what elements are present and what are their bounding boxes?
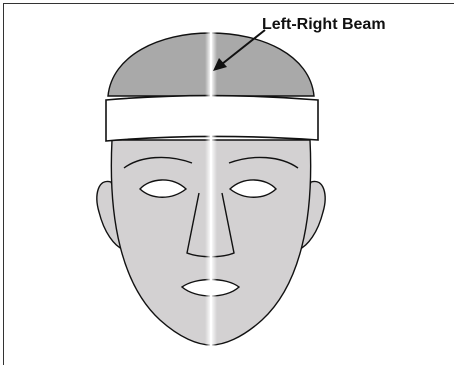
beam-label: Left-Right Beam [262,17,386,33]
